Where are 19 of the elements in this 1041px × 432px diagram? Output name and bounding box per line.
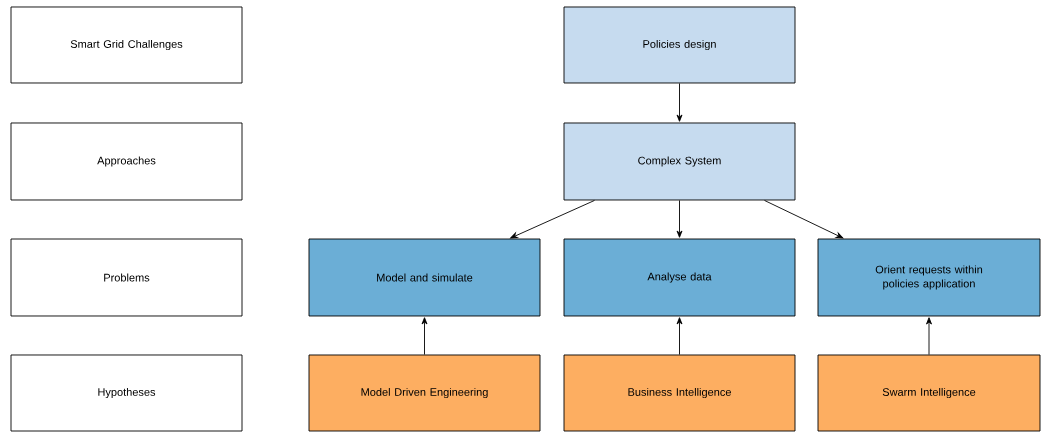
label-box: Smart Grid Challenges — [10, 6, 243, 84]
arrow — [764, 200, 844, 239]
process-box: Swarm Intelligence — [817, 354, 1041, 432]
process-box: Policies design — [563, 6, 796, 84]
arrow — [676, 83, 683, 122]
arrow — [926, 317, 932, 355]
process-box: Analyse data — [563, 238, 796, 317]
arrow — [421, 317, 428, 355]
process-box: Orient requests within policies application — [817, 238, 1041, 317]
arrow — [676, 317, 683, 355]
arrow — [510, 200, 595, 239]
process-box: Complex System — [563, 122, 796, 201]
process-box: Business Intelligence — [563, 354, 796, 432]
label-box: Approaches — [10, 122, 243, 201]
process-box: Model and simulate — [308, 238, 541, 317]
label-box: Problems — [10, 238, 243, 317]
label-box: Hypotheses — [10, 354, 243, 432]
arrow — [676, 200, 683, 238]
process-box: Model Driven Engineering — [308, 354, 541, 432]
